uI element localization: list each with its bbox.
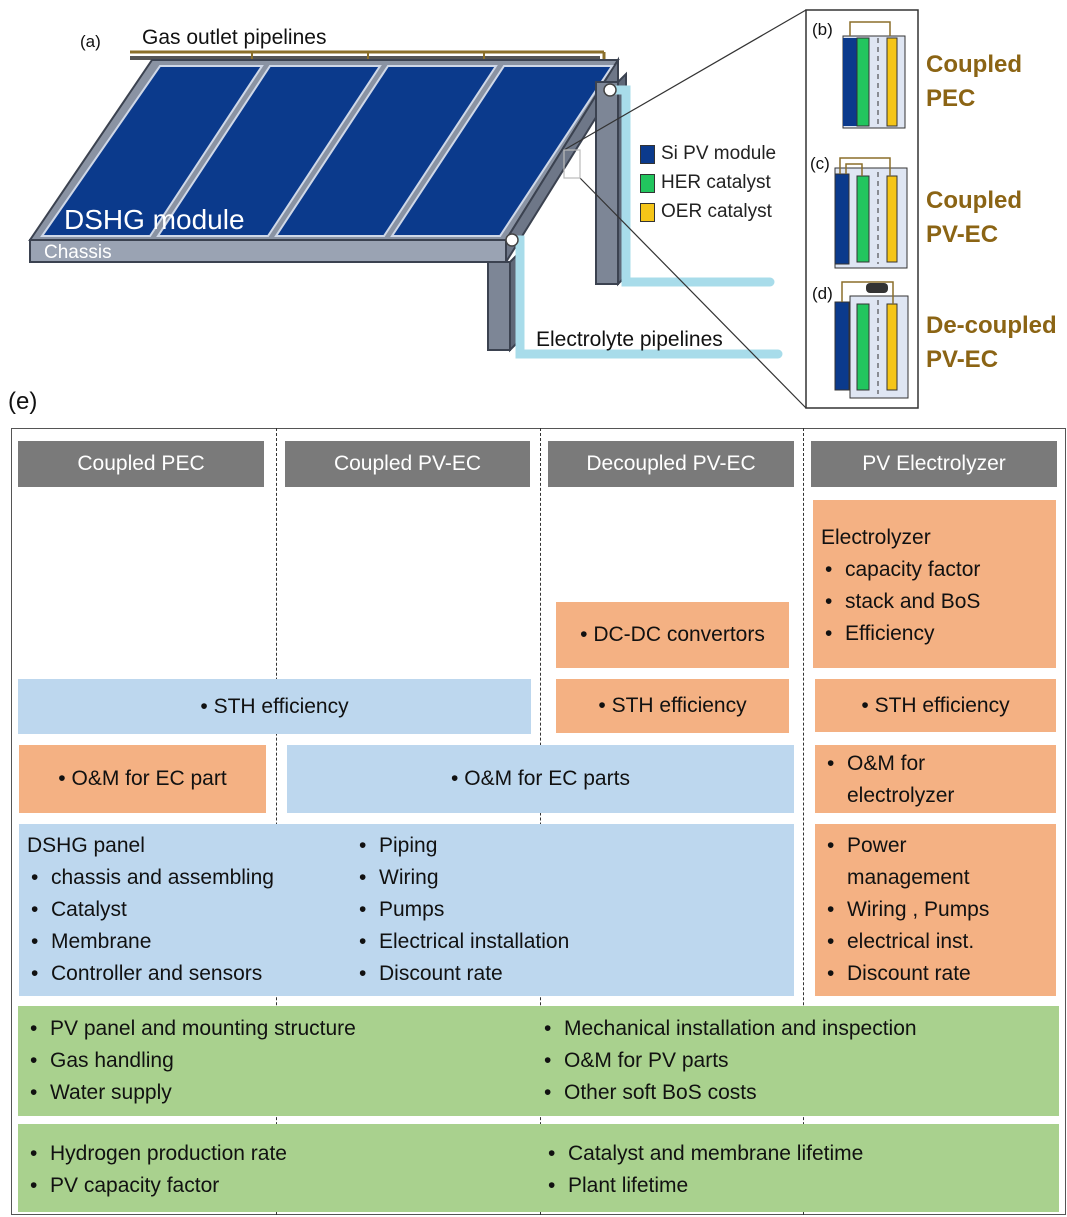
list-item: electrical inst. — [823, 926, 1048, 958]
common-row-1-left: PV panel and mounting structure Gas hand… — [26, 1013, 356, 1109]
list-item: Controller and sensors — [27, 958, 274, 990]
list-item: Membrane — [27, 926, 274, 958]
sth-efficiency-decoupled-cell: STH efficiency — [556, 679, 789, 733]
common-cost-row-2: Hydrogen production rate PV capacity fac… — [18, 1124, 1059, 1212]
legend-label: Si PV module — [661, 143, 777, 164]
config-title-decoupled-pv-ec: De-coupled PV-EC — [926, 309, 1057, 377]
legend-label: OER catalyst — [661, 201, 772, 222]
header-decoupled-pv-ec: Decoupled PV-EC — [548, 441, 794, 487]
list-item: Wiring — [355, 862, 569, 894]
column-divider — [276, 428, 277, 1215]
config-title-coupled-pv-ec: Coupled PV-EC — [926, 184, 1022, 252]
list-item: Efficiency — [821, 618, 1048, 650]
config-title-line: PV-EC — [926, 346, 999, 373]
list-item: chassis and assembling — [27, 862, 274, 894]
list-item: Water supply — [26, 1077, 356, 1109]
sth-efficiency-text: STH efficiency — [861, 690, 1010, 722]
gas-outlet-pipelines-label: Gas outlet pipelines — [142, 26, 327, 49]
cell-diagram-decoupled-pv-ec — [834, 281, 909, 399]
list-item: Gas handling — [26, 1045, 356, 1077]
legend-swatch — [640, 173, 655, 193]
bos-line: management — [847, 866, 970, 889]
sth-efficiency-text: STH efficiency — [200, 691, 349, 723]
column-divider — [803, 428, 804, 1215]
electrolyzer-cost-cell: Electrolyzer capacity factor stack and B… — [813, 500, 1056, 668]
list-item: Piping — [355, 830, 569, 862]
om-electrolyzer-line: O&M for — [847, 752, 926, 775]
list-item: stack and BoS — [821, 586, 1048, 618]
list-item: Wiring , Pumps — [823, 894, 1048, 926]
zoom-lines — [563, 9, 807, 409]
list-item: Pumps — [355, 894, 569, 926]
chassis-label: Chassis — [44, 242, 112, 263]
column-divider — [540, 428, 541, 1215]
header-pv-electrolyzer: PV Electrolyzer — [811, 441, 1057, 487]
config-title-line: PEC — [926, 85, 976, 112]
list-item: Discount rate — [823, 958, 1048, 990]
cost-structure-table — [11, 428, 1066, 1215]
dcdc-convertors-cell: DC-DC convertors — [556, 602, 789, 668]
common-row-2-right: Catalyst and membrane lifetime Plant lif… — [544, 1138, 863, 1202]
om-electrolyzer-line: electrolyzer — [847, 784, 955, 807]
config-title-line: De-coupled — [926, 312, 1057, 339]
electrolyzer-bos-cell: Power management Wiring , Pumps electrica… — [815, 824, 1056, 996]
list-item: Catalyst — [27, 894, 274, 926]
cell-diagram-coupled-pv-ec — [834, 157, 908, 269]
config-title-line: Coupled — [926, 187, 1022, 214]
dshg-module-label: DSHG module — [64, 204, 245, 235]
list-item: PV capacity factor — [26, 1170, 287, 1202]
legend-item-her: HER catalyst — [640, 172, 771, 194]
common-row-2-left: Hydrogen production rate PV capacity fac… — [26, 1138, 287, 1202]
dshg-panel-right: Piping Wiring Pumps Electrical installat… — [355, 830, 569, 990]
list-item: Catalyst and membrane lifetime — [544, 1138, 863, 1170]
om-ec-parts-cell: O&M for EC parts — [287, 745, 794, 813]
pv-panels — [40, 65, 614, 237]
list-item: Other soft BoS costs — [540, 1077, 917, 1109]
list-item: capacity factor — [821, 554, 1048, 586]
config-title-line: PV-EC — [926, 221, 999, 248]
om-electrolyzer-cell: O&M for electrolyzer — [815, 745, 1056, 813]
electrolyte-pipelines — [505, 83, 783, 359]
dshg-panel-title: DSHG panel — [27, 834, 145, 857]
sth-efficiency-electrolyzer-cell: STH efficiency — [815, 679, 1056, 732]
list-item: Hydrogen production rate — [26, 1138, 287, 1170]
cell-diagram-coupled-pec — [842, 21, 906, 129]
list-item: Electrical installation — [355, 926, 569, 958]
header-coupled-pv-ec: Coupled PV-EC — [285, 441, 530, 487]
dcdc-convertors-text: DC-DC convertors — [580, 619, 765, 651]
sth-efficiency-shared-cell: STH efficiency — [18, 679, 531, 734]
dshg-panel-cell: DSHG panel chassis and assembling Cataly… — [19, 824, 794, 996]
list-item: Discount rate — [355, 958, 569, 990]
legend-item-si-pv: Si PV module — [640, 143, 776, 165]
config-title-line: Coupled — [926, 51, 1022, 78]
list-item: Mechanical installation and inspection — [540, 1013, 917, 1045]
panel-label-c: (c) — [810, 154, 830, 173]
list-item: O&M for electrolyzer — [823, 748, 1048, 812]
legend-label: HER catalyst — [661, 172, 771, 193]
list-item: O&M for PV parts — [540, 1045, 917, 1077]
electrolyzer-title: Electrolyzer — [821, 526, 931, 549]
om-ec-parts-text: O&M for EC parts — [451, 763, 630, 795]
dshg-panel-left: DSHG panel chassis and assembling Cataly… — [27, 830, 274, 990]
legend-swatch — [640, 202, 655, 222]
electrolyte-pipelines-label: Electrolyte pipelines — [536, 328, 723, 351]
om-ec-part-cell: O&M for EC part — [19, 745, 266, 813]
dshg-module-illustration — [28, 9, 919, 409]
list-item: PV panel and mounting structure — [26, 1013, 356, 1045]
legend-item-oer: OER catalyst — [640, 201, 772, 223]
legend-swatch — [640, 144, 655, 164]
common-cost-row-1: PV panel and mounting structure Gas hand… — [18, 1006, 1059, 1116]
panel-label-b: (b) — [812, 20, 833, 39]
config-title-coupled-pec: Coupled PEC — [926, 48, 1022, 116]
common-row-1-right: Mechanical installation and inspection O… — [540, 1013, 917, 1109]
om-ec-part-text: O&M for EC part — [58, 763, 226, 795]
panel-label-e: (e) — [8, 388, 38, 415]
panel-label-a: (a) — [80, 32, 101, 51]
panel-label-d: (d) — [812, 284, 833, 303]
list-item: Power management — [823, 830, 1048, 894]
list-item: Plant lifetime — [544, 1170, 863, 1202]
bos-line: Power — [847, 834, 907, 857]
sth-efficiency-text: STH efficiency — [598, 690, 747, 722]
header-coupled-pec: Coupled PEC — [18, 441, 264, 487]
